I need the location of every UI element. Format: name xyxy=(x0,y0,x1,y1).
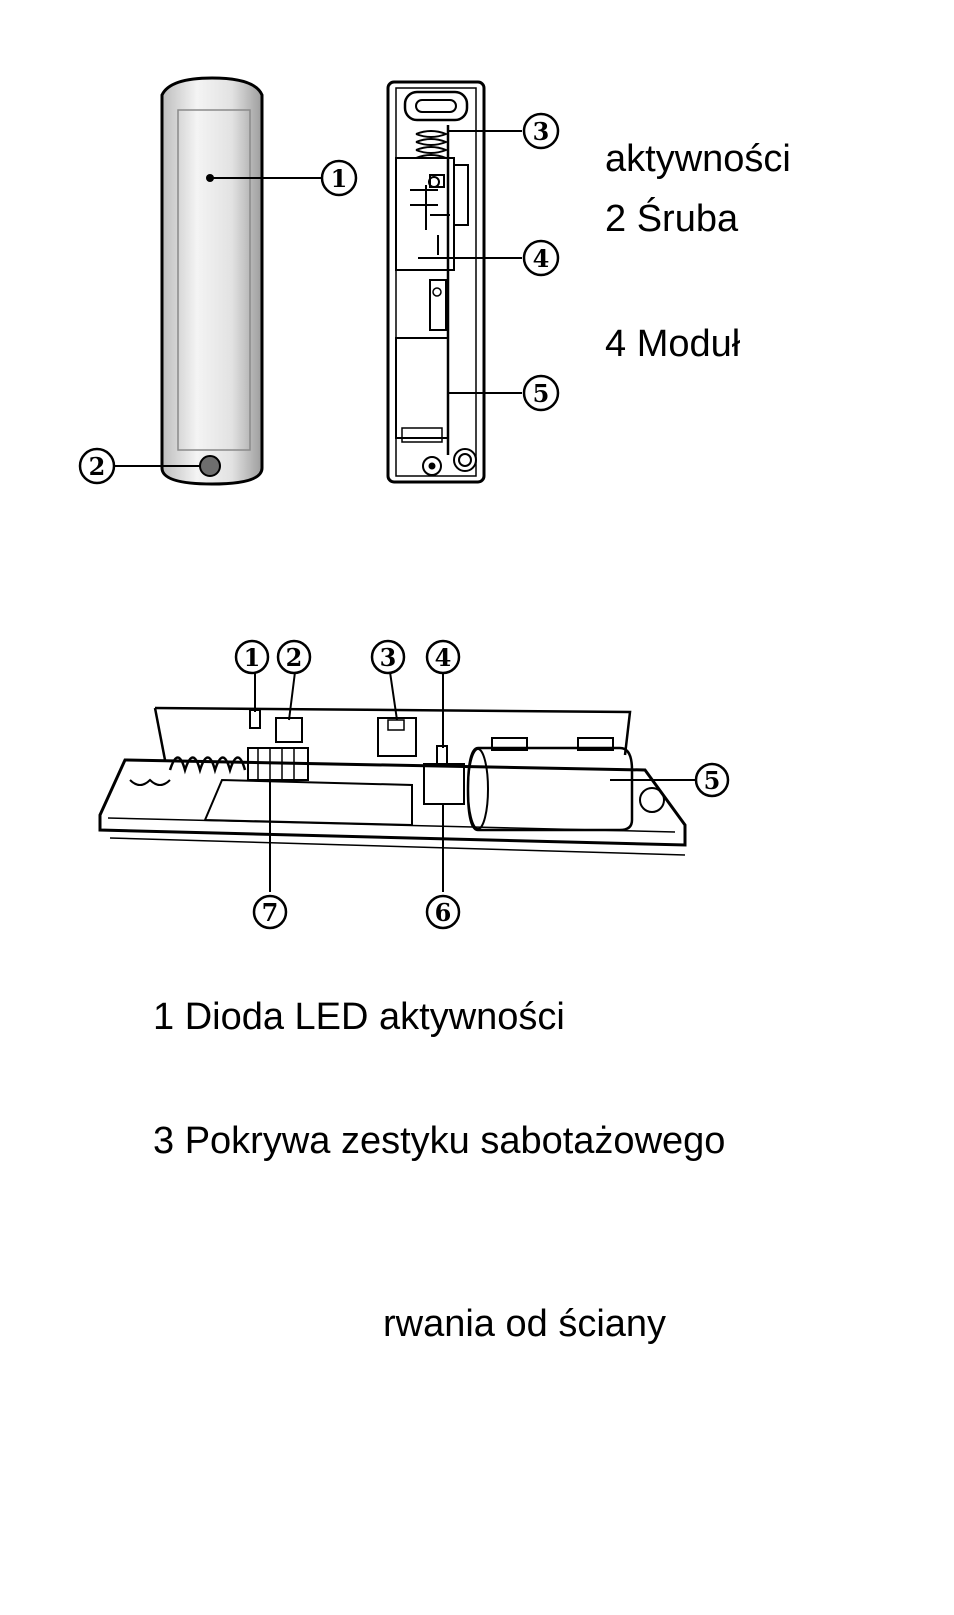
svg-text:3: 3 xyxy=(533,117,550,146)
label-wall-removal: rwania od ściany xyxy=(383,1303,667,1345)
callout-5: 5 xyxy=(694,762,730,798)
callout-6: 6 xyxy=(425,894,461,930)
svg-text:1: 1 xyxy=(244,643,261,672)
svg-text:5: 5 xyxy=(704,766,721,795)
svg-text:2: 2 xyxy=(286,643,303,672)
label-led-activity: aktywności xyxy=(605,138,791,180)
callout-2: 2 xyxy=(276,639,312,675)
svg-text:1: 1 xyxy=(331,164,348,193)
screw-hole xyxy=(199,455,221,477)
label-led-diode: 1 Dioda LED aktywności xyxy=(153,996,565,1038)
bottom-device-diagram: 1 2 3 4 5 6 7 xyxy=(98,639,730,930)
device-open-side-view xyxy=(98,706,687,856)
callout-1: 1 xyxy=(320,159,358,197)
callout-4: 4 xyxy=(425,639,461,675)
label-module: 4 Moduł xyxy=(605,323,741,365)
sensor-cover xyxy=(160,76,264,486)
label-tamper-cover: 3 Pokrywa zestyku sabotażowego xyxy=(153,1120,726,1162)
svg-text:4: 4 xyxy=(435,643,452,672)
callout-4: 4 xyxy=(522,239,560,277)
callout-5: 5 xyxy=(522,374,560,412)
label-screw: 2 Śruba xyxy=(605,198,739,240)
callout-3: 3 xyxy=(370,639,406,675)
callout-7: 7 xyxy=(252,894,288,930)
top-device-diagram: 1 2 3 4 5 xyxy=(78,76,560,486)
svg-text:5: 5 xyxy=(533,379,550,408)
svg-text:7: 7 xyxy=(262,898,279,927)
svg-text:6: 6 xyxy=(435,898,452,927)
callout-3: 3 xyxy=(522,112,560,150)
svg-text:4: 4 xyxy=(533,244,550,273)
sensor-base-open xyxy=(386,80,486,484)
callout-2: 2 xyxy=(78,447,116,485)
callout-1: 1 xyxy=(234,639,270,675)
svg-text:3: 3 xyxy=(380,643,397,672)
svg-text:2: 2 xyxy=(89,452,106,481)
